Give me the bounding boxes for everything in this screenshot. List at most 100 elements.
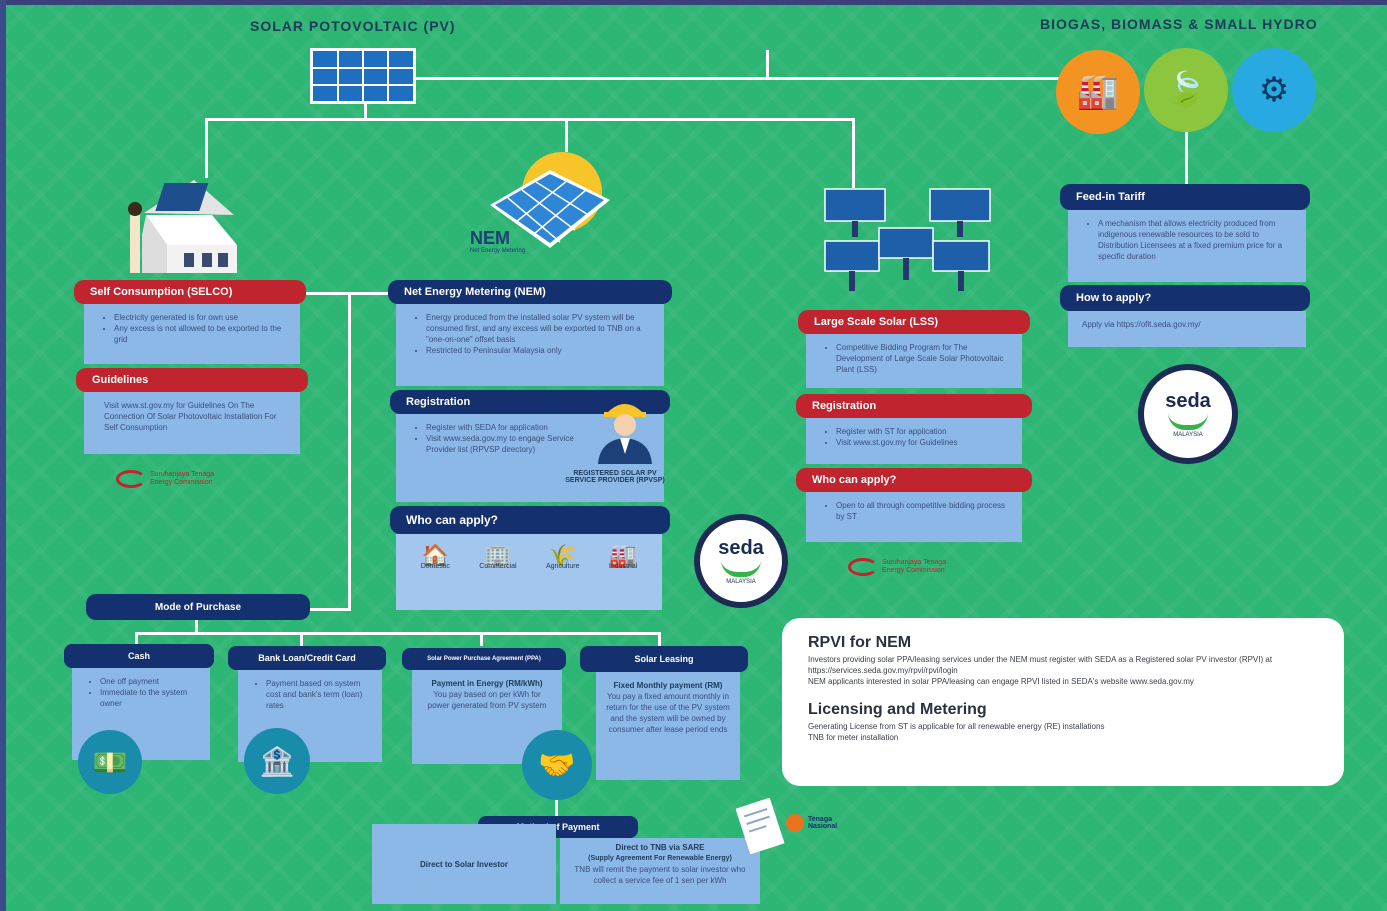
fit-header: Feed-in Tariff xyxy=(1060,184,1310,210)
nem-who-header: Who can apply? xyxy=(390,506,670,534)
nem-header: Net Energy Metering (NEM) xyxy=(388,280,672,304)
top-border xyxy=(0,0,1387,5)
industry-icon: 🏭 xyxy=(609,543,637,568)
method-direct-investor-title: Direct to Solar Investor xyxy=(419,859,509,869)
leasing-header: Solar Leasing xyxy=(580,646,748,672)
bank-bullet: Payment based on system cost and bank's … xyxy=(266,678,372,711)
st-logo-line1: Suruhanjaya Tenaga xyxy=(882,559,947,566)
rpvsp-caption: REGISTERED SOLAR PV SERVICE PROVIDER (RP… xyxy=(565,470,665,484)
connector xyxy=(205,118,855,121)
ppa-title: Payment in Energy (RM/kWh) xyxy=(431,679,543,688)
handshake-icon: 🤝 xyxy=(522,730,592,800)
nem-logo: NEM xyxy=(470,228,510,248)
guidelines-text: Visit www.st.gov.my for Guidelines On Th… xyxy=(104,401,277,432)
method-tnb-box: Direct to TNB via SARE (Supply Agreement… xyxy=(560,838,760,904)
solar-panel-icon xyxy=(310,48,416,104)
tnb-logo-mark xyxy=(786,814,804,832)
fit-how-header: How to apply? xyxy=(1060,285,1310,311)
nem-who-box: 🏠Domestic 🏢Commercial 🌾Agriculture 🏭Indu… xyxy=(396,534,662,610)
who-domestic: Domestic xyxy=(420,563,450,570)
lss-registration-bullet: Register with ST for application xyxy=(836,426,1012,437)
nem-registration-bullet: Visit www.seda.gov.my to engage Service … xyxy=(426,433,596,455)
lss-box: Competitive Bidding Program for The Deve… xyxy=(806,334,1022,388)
mode-of-purchase-header: Mode of Purchase xyxy=(86,594,310,620)
rpvi-title: RPVI for NEM xyxy=(808,634,912,651)
house-icon xyxy=(128,180,237,273)
who-agriculture: Agriculture xyxy=(546,563,580,570)
lss-registration-header: Registration xyxy=(796,394,1032,418)
connector xyxy=(300,632,303,646)
nem-bullet: Restricted to Peninsular Malaysia only xyxy=(426,345,654,356)
building-icon: 🏢 xyxy=(484,543,512,568)
guidelines-header: Guidelines xyxy=(76,368,308,392)
cash-icon: 💵 xyxy=(78,730,142,794)
tnb-logo: Tenaga Nasional xyxy=(786,814,852,832)
connector xyxy=(1185,128,1188,184)
connector xyxy=(348,292,351,610)
house-small-icon: 🏠 xyxy=(421,543,449,568)
engineer-icon xyxy=(598,404,652,464)
nem-logo-subtitle: Net Energy Metering xyxy=(470,248,526,254)
method-direct-investor-box: Direct to Solar Investor xyxy=(372,824,556,904)
seda-logo-word: seda xyxy=(718,537,764,559)
tnb-logo-text: Tenaga Nasional xyxy=(808,816,838,830)
fit-box: A mechanism that allows electricity prod… xyxy=(1068,210,1306,282)
nem-box: Energy produced from the installed solar… xyxy=(396,304,664,386)
selco-header: Self Consumption (SELCO) xyxy=(74,280,306,304)
rpvi-line: NEM applicants interested in solar PPA/l… xyxy=(808,677,1194,686)
selco-box: Electricity generated is for own useAny … xyxy=(84,304,300,364)
lss-bullet: Competitive Bidding Program for The Deve… xyxy=(836,342,1012,375)
connector xyxy=(195,620,198,634)
bank-box: Payment based on system cost and bank's … xyxy=(238,670,382,762)
connector xyxy=(658,632,661,646)
rpvi-line: Investors providing solar PPA/leasing se… xyxy=(808,655,1273,675)
lss-who-box: Open to all through competitive bidding … xyxy=(806,492,1022,542)
who-commercial: Commercial xyxy=(479,563,517,570)
lss-who-bullet: Open to all through competitive bidding … xyxy=(836,500,1012,522)
fit-how-box: Apply via https://ofit.seda.gov.my/ xyxy=(1068,311,1306,347)
st-logo-line1: Suruhanjaya Tenaga xyxy=(150,471,215,478)
lss-registration-bullet: Visit www.st.gov.my for Guidelines xyxy=(836,437,1012,448)
cash-bullet: One off payment xyxy=(100,676,200,687)
hydro-turbine-icon: ⚙ xyxy=(1232,48,1316,132)
connector xyxy=(480,632,483,646)
method-tnb-text: TNB will remit the payment to solar inve… xyxy=(574,865,746,885)
crop-icon: 🌾 xyxy=(549,543,577,568)
connector xyxy=(306,292,388,295)
leasing-text: You pay a fixed amount monthly in return… xyxy=(606,692,730,734)
connector xyxy=(205,118,208,178)
seda-logo-word: seda xyxy=(1165,390,1211,412)
connector xyxy=(852,118,855,188)
licensing-title: Licensing and Metering xyxy=(808,701,987,718)
fit-how-text: Apply via https://ofit.seda.gov.my/ xyxy=(1082,320,1201,329)
connector xyxy=(310,608,351,611)
seda-logo: seda MALAYSIA xyxy=(1138,364,1238,464)
connector xyxy=(766,50,769,80)
lss-registration-box: Register with ST for applicationVisit ww… xyxy=(806,418,1022,464)
leaf-icon: 🍃 xyxy=(1144,48,1228,132)
pv-title: SOLAR POTOVOLTAIC (PV) xyxy=(250,18,456,34)
seda-leaf-icon xyxy=(1168,413,1208,430)
nem-bullet: Energy produced from the installed solar… xyxy=(426,312,654,345)
bank-header: Bank Loan/Credit Card xyxy=(228,646,386,670)
connector xyxy=(135,632,660,635)
st-logo-line2: Energy Commission xyxy=(150,479,213,486)
ppa-text: You pay based on per kWh for power gener… xyxy=(427,690,547,710)
cash-bullet: Immediate to the system owner xyxy=(100,687,200,709)
bank-icon: 🏦 xyxy=(244,728,310,794)
st-logo-line2: Energy Commission xyxy=(882,567,945,574)
nem-registration-bullet: Register with SEDA for application xyxy=(426,422,596,433)
large-solar-farm-icon xyxy=(824,188,991,291)
seda-logo-sub: MALAYSIA xyxy=(726,579,756,585)
seda-logo: seda MALAYSIA xyxy=(694,514,788,608)
rpvi-licensing-panel: RPVI for NEM Investors providing solar P… xyxy=(782,618,1344,786)
connector xyxy=(565,118,568,152)
leasing-title: Fixed Monthly payment (RM) xyxy=(613,681,723,690)
st-logo-mark xyxy=(848,558,878,576)
connector xyxy=(135,632,138,646)
selco-bullet: Electricity generated is for own use xyxy=(114,312,290,323)
leasing-box: Fixed Monthly payment (RM) You pay a fix… xyxy=(596,672,740,780)
